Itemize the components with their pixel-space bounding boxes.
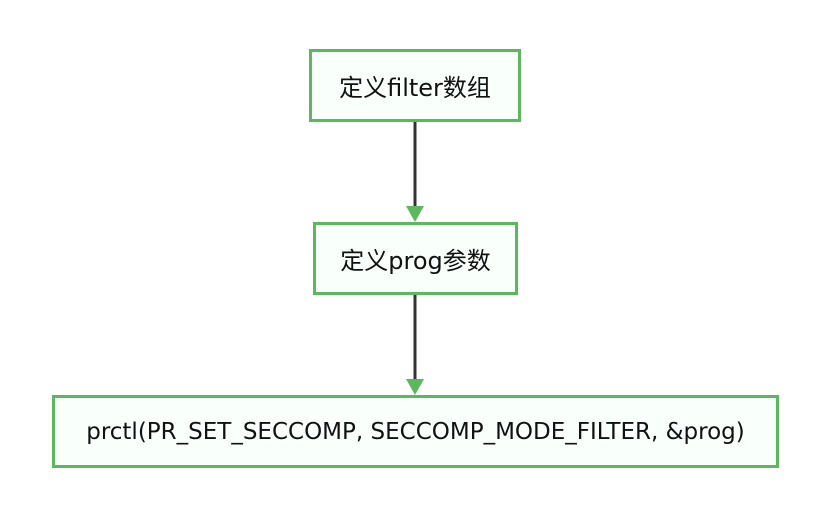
node-label: prctl(PR_SET_SECCOMP, SECCOMP_MODE_FILTE…: [86, 418, 745, 445]
node-prctl-call: prctl(PR_SET_SECCOMP, SECCOMP_MODE_FILTE…: [52, 395, 779, 468]
node-label: 定义filter数组: [339, 74, 491, 102]
edge-n1-n2: [406, 122, 424, 222]
arrow-head-icon: [406, 206, 424, 222]
node-label: 定义prog参数: [340, 247, 491, 275]
node-define-filter-array: 定义filter数组: [309, 49, 521, 122]
arrow-head-icon: [406, 379, 424, 395]
node-define-prog-param: 定义prog参数: [313, 222, 518, 295]
edge-n2-n3: [406, 295, 424, 395]
